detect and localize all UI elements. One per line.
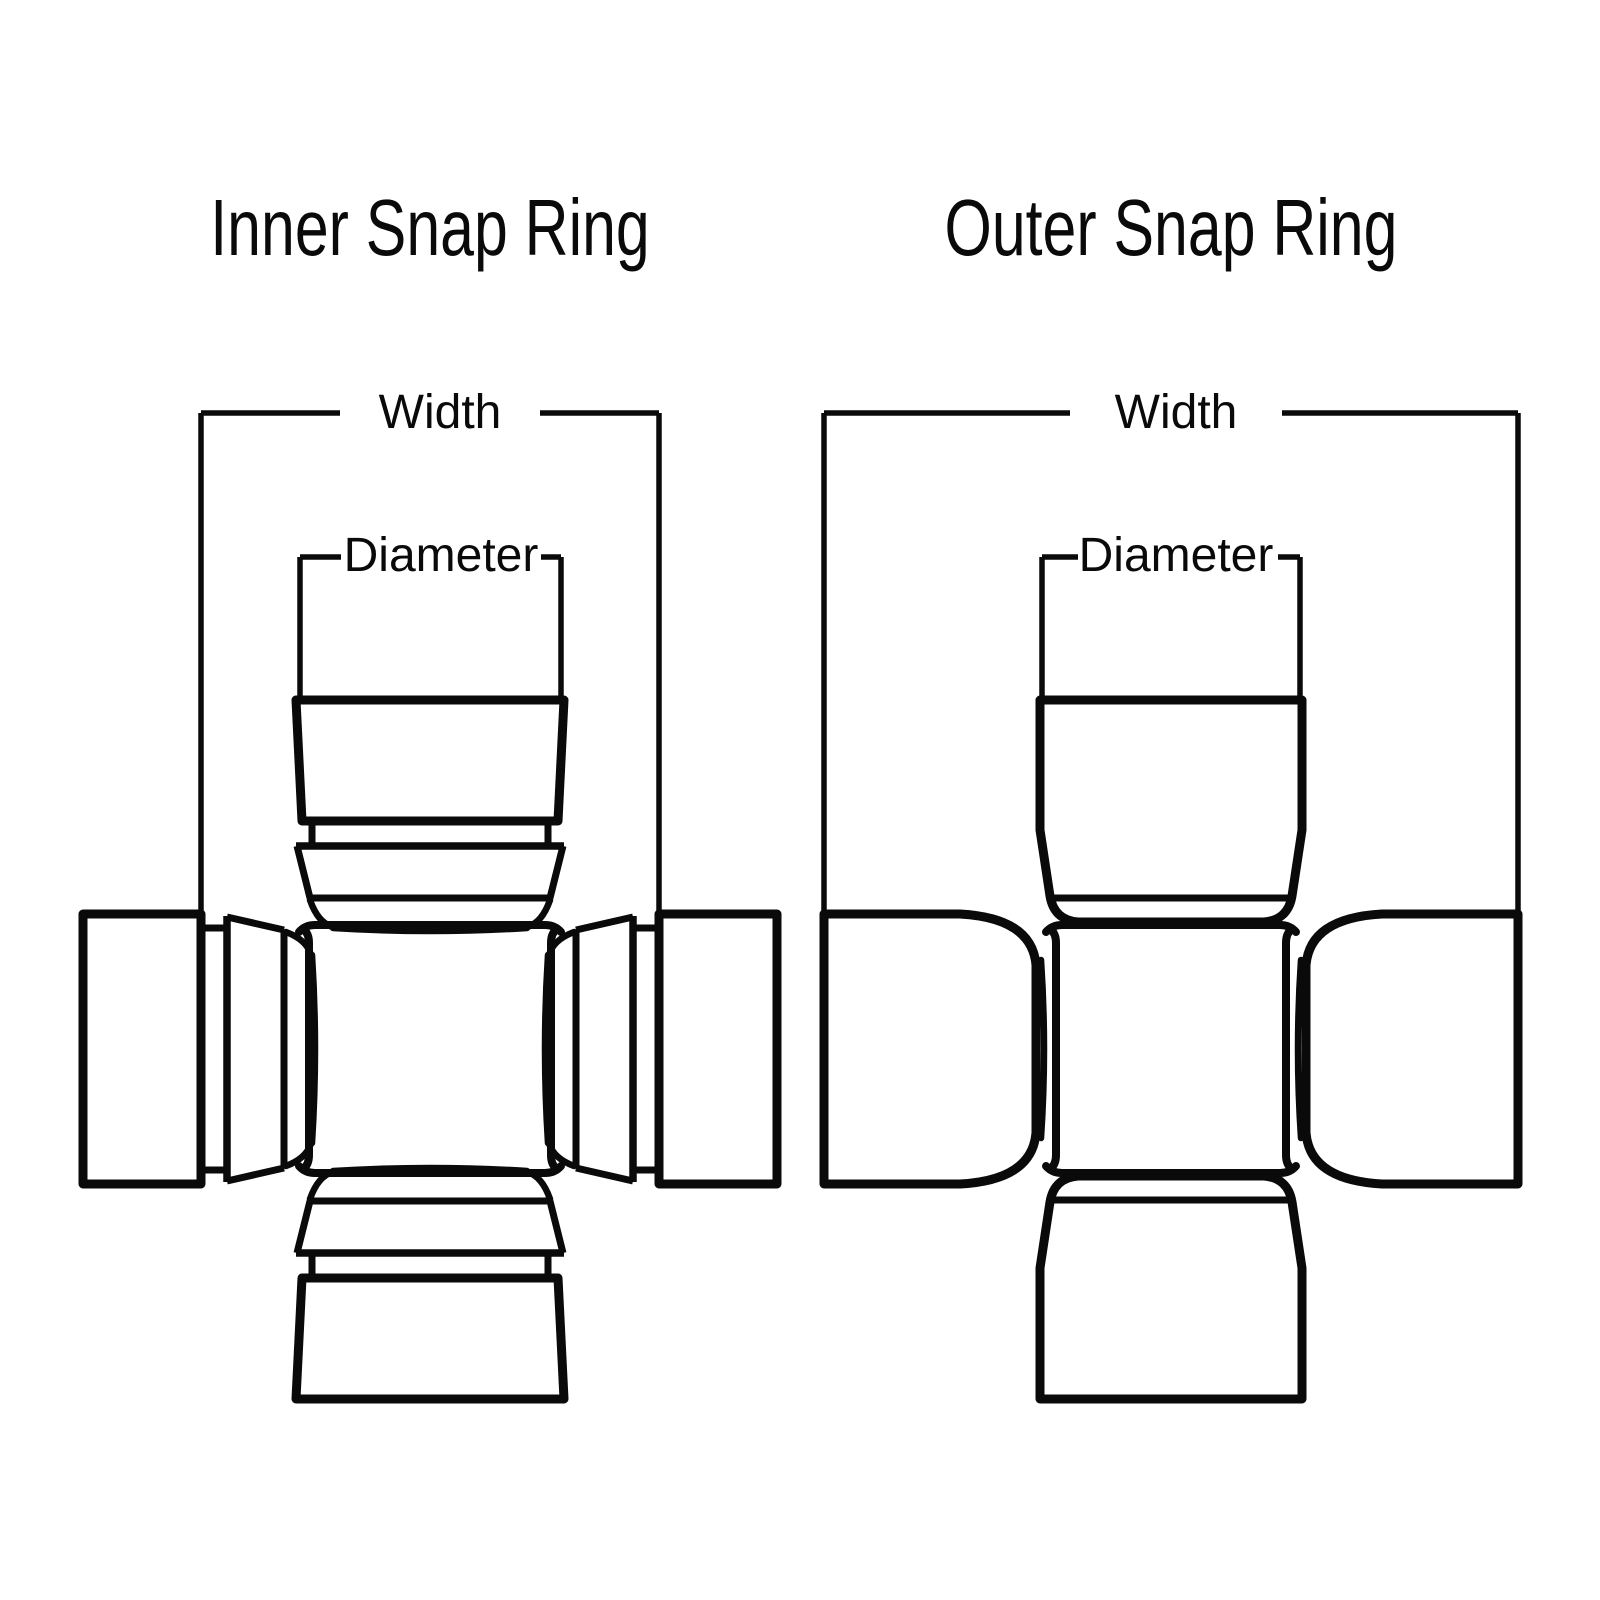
- inner-left-bearing-cap: [78, 909, 319, 1189]
- inner-left-snap-ring-groove: [201, 924, 227, 1174]
- inner-right-bearing-cap: [541, 909, 782, 1189]
- outer-diameter-label: Diameter: [1078, 529, 1274, 582]
- inner-width-dimension-bracket: [198, 410, 662, 911]
- outer-bottom-bearing-cap: [1035, 1171, 1307, 1404]
- outer-width-dimension-bracket: [821, 410, 1521, 911]
- inner-right-snap-ring-groove: [633, 924, 659, 1174]
- inner-diameter-label: Diameter: [343, 529, 539, 582]
- outer-diameter-dimension-bracket: [1039, 554, 1303, 697]
- inner-top-bearing-cap: [291, 695, 569, 935]
- outer-snap-ring-drawing: [819, 410, 1523, 1404]
- outer-cross-body: [1042, 921, 1300, 1177]
- outer-diagram-title: Outer Snap Ring: [944, 183, 1398, 272]
- inner-cross-body: [295, 921, 565, 1177]
- outer-left-bearing-cap: [819, 909, 1048, 1189]
- inner-diameter-dimension-bracket: [297, 554, 564, 697]
- outer-width-label: Width: [1114, 386, 1238, 439]
- inner-snap-ring-drawing: [78, 410, 782, 1404]
- outer-top-bearing-cap: [1035, 695, 1307, 927]
- inner-width-label: Width: [378, 386, 502, 439]
- inner-top-snap-ring-groove: [308, 821, 552, 845]
- inner-diagram-title: Inner Snap Ring: [210, 183, 650, 272]
- outer-right-bearing-cap: [1294, 909, 1523, 1189]
- inner-bottom-bearing-cap: [291, 1164, 569, 1404]
